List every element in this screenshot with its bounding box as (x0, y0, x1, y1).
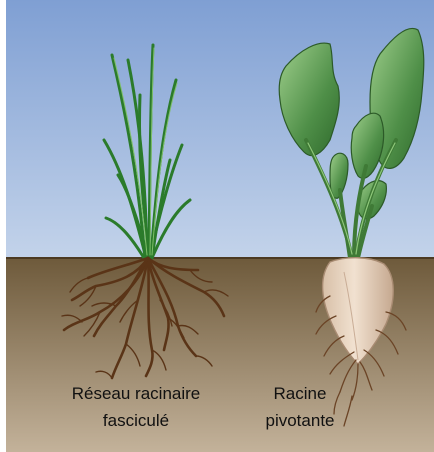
taproot-label-line2: pivotante (244, 410, 356, 432)
fibrous-root-label-line2: fasciculé (48, 410, 224, 432)
taproot-label-line1: Racine (252, 383, 348, 405)
fibrous-root-label-line1: Réseau racinaire (48, 383, 224, 405)
